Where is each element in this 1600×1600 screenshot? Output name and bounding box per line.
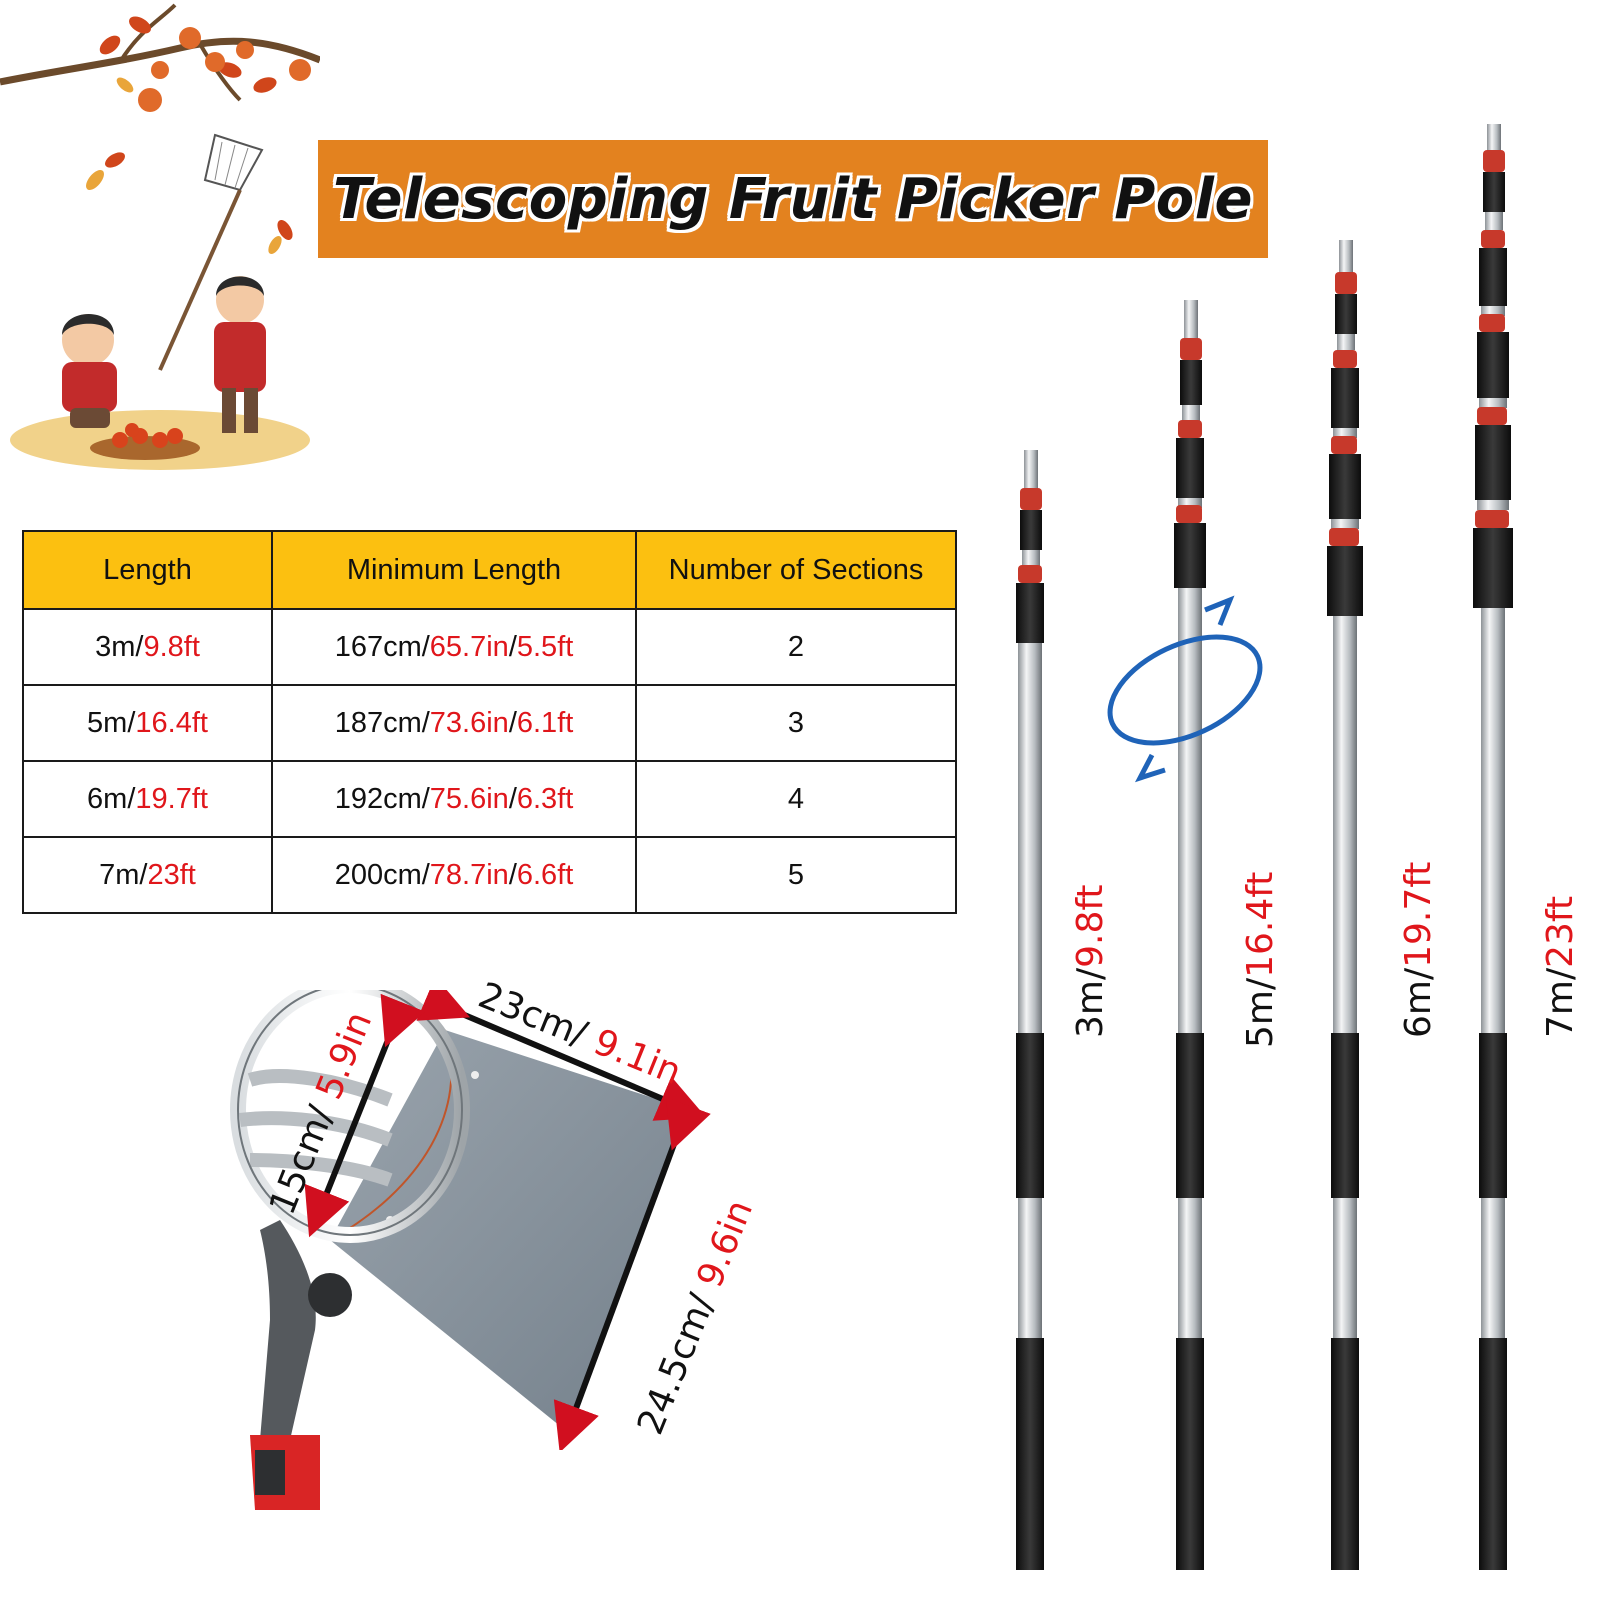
length-metric: 3m/: [95, 630, 144, 663]
length-metric: 5m/: [87, 706, 136, 739]
pole-3m-feet: 9.8ft: [1070, 884, 1111, 968]
length-cell: 6m/19.7ft: [22, 760, 273, 838]
pole-5m: [1174, 300, 1206, 1570]
table-row: 6m/19.7ft 192cm/75.6in/6.3ft 4: [22, 760, 957, 838]
length-feet: 9.8ft: [143, 630, 200, 663]
minimum-length-cell: 192cm/75.6in/6.3ft: [271, 760, 637, 838]
min-ft: 6.1ft: [516, 706, 574, 739]
min-cm: 200cm/: [334, 858, 430, 891]
pole-7m-metric: 7m/: [1540, 967, 1581, 1038]
column-header-length: Length: [22, 530, 273, 610]
pole-3m-metric: 3m/: [1070, 967, 1111, 1038]
pole-3m: [1016, 450, 1044, 1570]
sections-cell: 2: [635, 608, 957, 686]
pole-6m-metric: 6m/: [1398, 967, 1439, 1038]
length-metric: 7m/: [99, 858, 148, 891]
pole-label-7m: 7m/23ft: [1540, 896, 1581, 1038]
min-ft: 6.6ft: [516, 858, 574, 891]
minimum-length-cell: 167cm/65.7in/5.5ft: [271, 608, 637, 686]
length-cell: 7m/23ft: [22, 836, 273, 914]
pole-7m: [1473, 124, 1513, 1570]
min-in: 75.6in: [429, 782, 509, 815]
pole-5m-metric: 5m/: [1240, 977, 1281, 1048]
min-in: 78.7in: [429, 858, 509, 891]
minimum-length-cell: 187cm/73.6in/6.1ft: [271, 684, 637, 762]
pole-label-5m: 5m/16.4ft: [1240, 872, 1281, 1048]
column-header-number-of-sections: Number of Sections: [635, 530, 957, 610]
length-feet: 19.7ft: [135, 782, 208, 815]
pole-6m-feet: 19.7ft: [1398, 861, 1439, 968]
minimum-length-cell: 200cm/78.7in/6.6ft: [271, 836, 637, 914]
min-ft: 6.3ft: [516, 782, 574, 815]
min-in: 73.6in: [429, 706, 509, 739]
pole-7m-feet: 23ft: [1540, 895, 1581, 968]
column-header-minimum-length: Minimum Length: [271, 530, 637, 610]
min-separator: /: [508, 782, 517, 815]
min-cm: 187cm/: [334, 706, 430, 739]
length-metric: 6m/: [87, 782, 136, 815]
table-row: 3m/9.8ft 167cm/65.7in/5.5ft 2: [22, 608, 957, 686]
sections-cell: 5: [635, 836, 957, 914]
rotation-arrows-icon: [1107, 595, 1263, 783]
min-ft: 5.5ft: [516, 630, 574, 663]
min-separator: /: [508, 630, 517, 663]
telescoping-poles: [1016, 124, 1513, 1570]
spec-table: Length Minimum Length Number of Sections…: [22, 530, 957, 914]
title-banner: Telescoping Fruit Picker Pole: [318, 140, 1268, 258]
min-separator: /: [508, 858, 517, 891]
children-picking-fruit-illustration: [0, 3, 320, 470]
pole-5m-feet: 16.4ft: [1240, 871, 1281, 978]
min-separator: /: [508, 706, 517, 739]
min-in: 65.7in: [429, 630, 509, 663]
table-header-row: Length Minimum Length Number of Sections: [22, 530, 957, 610]
min-cm: 192cm/: [334, 782, 430, 815]
sections-cell: 4: [635, 760, 957, 838]
pole-label-3m: 3m/9.8ft: [1070, 884, 1111, 1038]
length-cell: 3m/9.8ft: [22, 608, 273, 686]
length-feet: 16.4ft: [135, 706, 208, 739]
length-feet: 23ft: [147, 858, 196, 891]
pole-6m: [1327, 240, 1363, 1570]
table-row: 5m/16.4ft 187cm/73.6in/6.1ft 3: [22, 684, 957, 762]
page-title: Telescoping Fruit Picker Pole: [333, 166, 1253, 232]
min-cm: 167cm/: [334, 630, 430, 663]
table-row: 7m/23ft 200cm/78.7in/6.6ft 5: [22, 836, 957, 914]
length-cell: 5m/16.4ft: [22, 684, 273, 762]
pole-label-6m: 6m/19.7ft: [1398, 862, 1439, 1038]
sections-cell: 3: [635, 684, 957, 762]
basket-dimension-arrows: [304, 990, 711, 1450]
